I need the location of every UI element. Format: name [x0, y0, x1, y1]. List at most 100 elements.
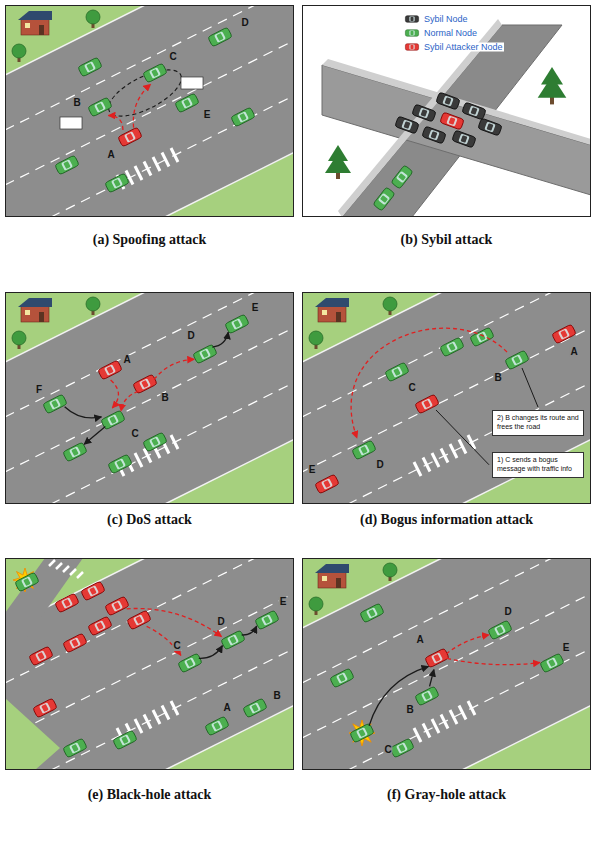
- car-body: [205, 716, 230, 736]
- car: [33, 698, 58, 718]
- grass: [5, 698, 60, 770]
- car-letter: E: [203, 110, 212, 120]
- panel-caption: (a) Spoofing attack: [93, 232, 207, 248]
- attack-arrow: [133, 84, 150, 128]
- car-body: [113, 730, 138, 750]
- attack-arrow: [212, 332, 228, 347]
- panel-scene: [5, 5, 294, 217]
- car-window: [111, 600, 123, 612]
- car-roof: [51, 400, 58, 408]
- grass: [5, 292, 145, 362]
- house-roof: [315, 298, 349, 307]
- car-body: [415, 686, 440, 706]
- car-roof: [423, 692, 430, 700]
- car-window: [446, 116, 457, 127]
- car-body: [98, 360, 123, 380]
- car-roof: [109, 416, 116, 424]
- tree-crown: [86, 297, 100, 311]
- car-body: [15, 572, 40, 592]
- car-letter: D: [216, 617, 225, 627]
- car: [352, 440, 377, 460]
- crosswalk-stripe: [135, 453, 142, 467]
- car-roof: [448, 343, 455, 351]
- car-letter: E: [308, 465, 317, 475]
- car-window: [391, 366, 403, 378]
- car-roof: [449, 117, 456, 125]
- id-tag: [60, 117, 82, 129]
- crosswalk-stripe: [135, 719, 142, 733]
- attack-arrow: [446, 635, 489, 654]
- car-window: [119, 734, 131, 746]
- car-body: [552, 324, 577, 344]
- car-body: [175, 93, 200, 113]
- car-body: [43, 394, 68, 414]
- car-body: [255, 610, 280, 630]
- house-door: [39, 25, 44, 35]
- panel-border: [6, 559, 294, 770]
- car-roof: [213, 722, 220, 730]
- crosswalk-stripe: [153, 157, 160, 171]
- car: [440, 337, 465, 357]
- car-body: [405, 30, 418, 37]
- car-roof: [461, 135, 468, 143]
- car: [540, 653, 565, 673]
- crosswalk-stripe: [423, 458, 430, 472]
- road-edge: [462, 706, 591, 771]
- car: [405, 30, 418, 37]
- car-letter: C: [130, 429, 139, 439]
- panel: [302, 273, 591, 528]
- car-roof: [96, 622, 103, 630]
- car-window: [511, 354, 523, 366]
- car-letter: B: [72, 98, 81, 108]
- car-roof: [411, 17, 414, 21]
- car-letter: A: [415, 635, 424, 645]
- car-body: [405, 44, 418, 51]
- car-roof: [496, 626, 503, 634]
- grass: [302, 558, 442, 628]
- car: [55, 593, 80, 613]
- crosswalk-stripe: [162, 706, 169, 720]
- crosswalk-stripe: [162, 153, 169, 167]
- car-window: [366, 607, 378, 619]
- tree-crown: [12, 331, 26, 345]
- car: [133, 374, 158, 394]
- car-body: [29, 646, 54, 666]
- legend-text: Sybil Attacker Node: [423, 43, 504, 52]
- car-roof: [398, 744, 405, 752]
- car: [15, 572, 40, 592]
- car: [422, 126, 446, 144]
- car-roof: [63, 161, 70, 169]
- car-roof: [135, 616, 142, 624]
- car-window: [133, 614, 145, 626]
- car-body: [440, 337, 465, 357]
- car: [243, 698, 268, 718]
- car-window: [261, 614, 273, 626]
- car-roof: [487, 123, 494, 131]
- car: [390, 738, 415, 758]
- car-window: [431, 652, 443, 664]
- house-window: [25, 310, 30, 315]
- car-roof: [239, 113, 246, 121]
- car: [108, 454, 133, 474]
- lane-marking: [302, 328, 591, 473]
- note-box: 1) C sends a bogus message with traffic …: [492, 452, 584, 478]
- car-body: [225, 314, 250, 334]
- panel-scene: [5, 558, 294, 770]
- crosswalk-stripe: [171, 148, 178, 162]
- car-window: [227, 634, 239, 646]
- pine-crown: [325, 153, 351, 173]
- note-box: 2) B changes its route and frees the roa…: [492, 410, 584, 436]
- grass: [302, 292, 442, 362]
- attack-arrow: [127, 608, 222, 636]
- car-body: [440, 112, 464, 130]
- house-wall: [318, 306, 346, 322]
- car-roof: [71, 639, 78, 647]
- panel-caption: (c) DoS attack: [107, 512, 192, 528]
- crosswalk-stripe: [450, 444, 457, 458]
- crosswalk-stripe: [423, 724, 430, 738]
- crosswalk-stripe: [70, 569, 76, 575]
- crosswalk-stripe: [414, 728, 421, 742]
- car: [436, 92, 460, 110]
- road: [5, 558, 294, 770]
